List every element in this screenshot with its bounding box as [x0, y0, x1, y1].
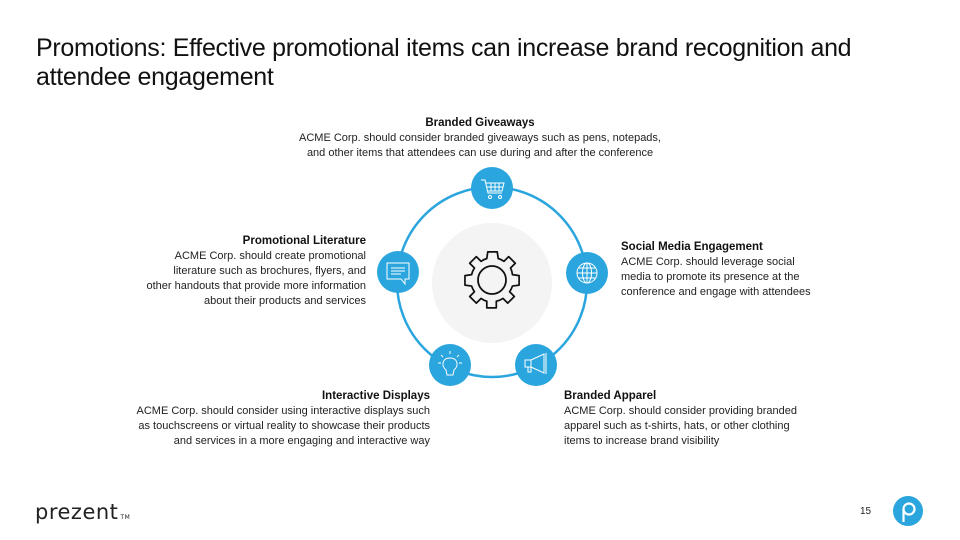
item-text-line: ACME Corp. should leverage social	[621, 256, 795, 268]
lightbulb-icon	[438, 351, 462, 376]
item-text-line: and services in a more engaging and inte…	[173, 435, 430, 447]
slide-title: Promotions: Effective promotional items …	[36, 34, 852, 91]
node-social-media-engagement	[566, 252, 608, 294]
logo-wordmark: prezent	[35, 500, 119, 524]
item-text-line: as touchscreens or virtual reality to sh…	[138, 420, 430, 432]
gear-icon	[464, 250, 520, 309]
chat-document-icon	[386, 262, 410, 286]
item-text-line: apparel such as t-shirts, hats, or other…	[564, 420, 790, 432]
prezent-badge-icon	[893, 496, 923, 526]
item-text-line: ACME Corp. should consider branded givea…	[299, 132, 661, 144]
node-interactive-displays	[429, 344, 471, 386]
item-text-line: literature such as brochures, flyers, an…	[173, 265, 366, 277]
item-text-line: conference and engage with attendees	[621, 286, 811, 298]
page-number: 15	[860, 506, 872, 517]
node-branded-apparel	[515, 344, 557, 386]
item-title: Branded Giveaways	[425, 117, 535, 129]
item-text-line: ACME Corp. should create promotional	[174, 250, 366, 262]
item-text-line: and other items that attendees can use d…	[306, 147, 654, 159]
item-title: Promotional Literature	[242, 235, 366, 247]
shopping-cart-icon	[481, 179, 505, 199]
item-promotional-literature: Promotional Literature ACME Corp. should…	[86, 234, 366, 309]
item-text-line: other handouts that provide more informa…	[146, 280, 366, 292]
item-title: Social Media Engagement	[621, 241, 763, 253]
item-text-line: about their products and services	[203, 295, 366, 307]
item-text-line: items to increase brand visibility	[564, 435, 720, 447]
item-text-line: ACME Corp. should consider using interac…	[136, 405, 430, 417]
item-text-line: ACME Corp. should consider providing bra…	[564, 405, 797, 417]
item-interactive-displays: Interactive Displays ACME Corp. should c…	[70, 389, 430, 449]
node-promotional-literature	[377, 251, 419, 293]
trademark-mark: TM	[120, 514, 131, 521]
globe-icon	[576, 262, 598, 284]
megaphone-icon	[524, 353, 547, 374]
item-text-line: media to promote its presence at the	[621, 271, 800, 283]
item-branded-giveaways: Branded Giveaways ACME Corp. should cons…	[270, 116, 690, 161]
item-branded-apparel: Branded Apparel ACME Corp. should consid…	[564, 389, 854, 449]
center-disc	[432, 223, 552, 343]
item-social-media-engagement: Social Media Engagement ACME Corp. shoul…	[621, 240, 861, 300]
node-branded-giveaways	[471, 167, 513, 209]
item-title: Interactive Displays	[321, 390, 430, 402]
item-title: Branded Apparel	[564, 390, 657, 402]
